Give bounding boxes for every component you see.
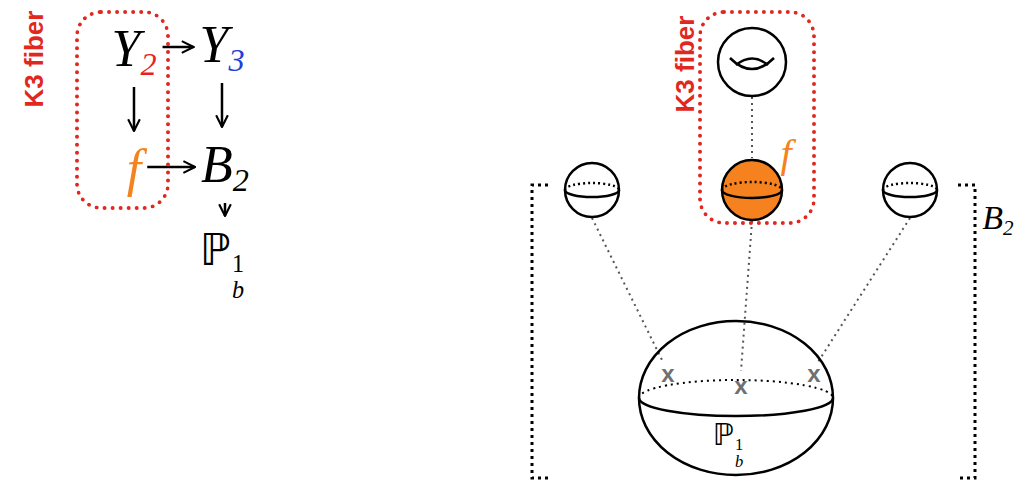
math-label: Y3: [199, 16, 244, 73]
subscript: b: [735, 453, 743, 470]
subscript: b: [232, 277, 244, 302]
fiber-name: f: [780, 134, 791, 174]
sphere-fiber: [565, 160, 937, 220]
fiber-heading: K3 fiber: [672, 16, 698, 113]
leader-line: [592, 97, 910, 371]
torus-fiber: [718, 28, 786, 96]
map-arrow: [147, 166, 195, 169]
base-label: B2: [982, 201, 1013, 235]
subscript: 2: [233, 162, 249, 198]
map-arrow: [133, 87, 136, 131]
subscript: 2: [1003, 216, 1014, 240]
superscript: 1: [232, 251, 244, 276]
index-stack: 1b: [232, 251, 244, 302]
math-label: ℙ1b: [200, 224, 244, 275]
base-sphere: ℙ1b: [636, 318, 836, 478]
subscript: 3: [228, 42, 244, 78]
math-symbol: Y3: [199, 19, 244, 71]
bracket: [532, 185, 975, 478]
math-symbol: f: [127, 143, 141, 195]
singular-point: x: [734, 374, 747, 398]
math-symbol: ℙ1b: [200, 228, 244, 302]
fiber-heading: K3 fiber: [21, 11, 47, 108]
index-stack: 1b: [735, 436, 743, 471]
math-symbol: B2: [201, 139, 249, 191]
base-name: ℙ1b: [713, 420, 743, 471]
fiber-frame: K3 fiberY2f: [75, 10, 170, 210]
map-arrow: [224, 203, 227, 216]
math-symbol: Y2: [111, 23, 156, 75]
map-arrow: [221, 83, 224, 127]
math-label: f: [127, 140, 141, 197]
subscript: 2: [140, 46, 156, 82]
singular-point: x: [661, 362, 674, 386]
singular-point: x: [807, 362, 820, 386]
superscript: 1: [735, 436, 743, 453]
math-label: Y2: [111, 20, 156, 77]
math-label: B2: [201, 136, 249, 193]
fiber-frame: K3 fiberf: [698, 10, 816, 225]
